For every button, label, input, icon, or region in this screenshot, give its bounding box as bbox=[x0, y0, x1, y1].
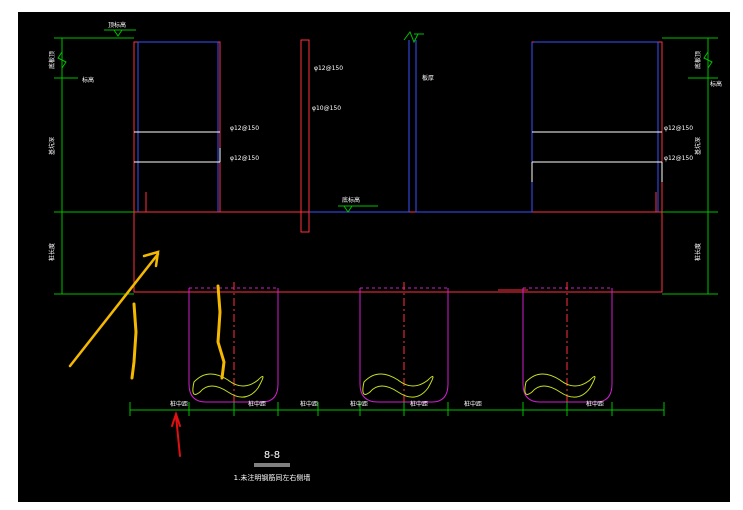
bottom-dim-3: 桩中距 bbox=[300, 400, 318, 408]
section-drawing: 底板顶 基坑深 桩长度 底板顶 基坑深 桩长度 标高 标高 顶标高 φ12@15… bbox=[48, 21, 722, 482]
red-pointer bbox=[171, 410, 181, 457]
right-wall bbox=[531, 41, 663, 213]
left-dim-bottom: 桩长度 bbox=[48, 243, 56, 261]
left-elev-label: 标高 bbox=[82, 76, 94, 84]
highlight-marks bbox=[130, 284, 226, 380]
top-mark-label: 顶标高 bbox=[108, 21, 126, 29]
center-label-b: φ10@150 bbox=[312, 105, 341, 112]
left-wall bbox=[133, 41, 221, 213]
section-title: 8-8 bbox=[264, 450, 280, 461]
center-label-c: 板厚 bbox=[422, 74, 434, 82]
pile-3 bbox=[522, 288, 613, 403]
annotation-arrow bbox=[68, 250, 160, 368]
pile-loops bbox=[192, 373, 596, 398]
dimension-lines bbox=[54, 29, 718, 416]
bottom-dim-7: 桩中距 bbox=[586, 400, 604, 408]
right-elev-label: 标高 bbox=[710, 80, 722, 88]
rebar-left-2: φ12@150 bbox=[230, 155, 259, 162]
center-label-a: φ12@150 bbox=[314, 65, 343, 72]
rebar-right-2: φ12@150 bbox=[664, 155, 693, 162]
pile-2 bbox=[359, 288, 449, 403]
rebar-lines bbox=[134, 131, 663, 182]
base-slab bbox=[133, 212, 663, 293]
right-dim-bottom: 桩长度 bbox=[694, 243, 702, 261]
right-dim-mid: 基坑深 bbox=[694, 137, 702, 155]
inner-outline bbox=[137, 40, 659, 213]
bottom-dim-1: 桩中距 bbox=[170, 400, 188, 408]
right-dim-top: 底板顶 bbox=[694, 51, 702, 69]
left-dim-top: 底板顶 bbox=[48, 51, 56, 69]
section-note: 1.未注明钢筋同左右侧墙 bbox=[234, 473, 311, 482]
cad-drawing-canvas: 底板顶 基坑深 桩长度 底板顶 基坑深 桩长度 标高 标高 顶标高 φ12@15… bbox=[18, 12, 730, 502]
left-dim-mid: 基坑深 bbox=[48, 137, 56, 155]
structure-outline bbox=[133, 39, 663, 293]
text-labels: 底板顶 基坑深 桩长度 底板顶 基坑深 桩长度 标高 标高 顶标高 φ12@15… bbox=[48, 21, 722, 482]
bottom-dim-4: 桩中距 bbox=[350, 400, 368, 408]
bottom-dim-6: 桩中距 bbox=[464, 400, 482, 408]
piles bbox=[188, 288, 613, 403]
rebar-left-1: φ12@150 bbox=[230, 125, 259, 132]
mid-mark-label: 底标高 bbox=[342, 196, 360, 204]
bottom-dim-2: 桩中距 bbox=[248, 400, 266, 408]
rebar-right-1: φ12@150 bbox=[664, 125, 693, 132]
center-column bbox=[300, 39, 310, 233]
bottom-dim-5: 桩中距 bbox=[410, 400, 428, 408]
